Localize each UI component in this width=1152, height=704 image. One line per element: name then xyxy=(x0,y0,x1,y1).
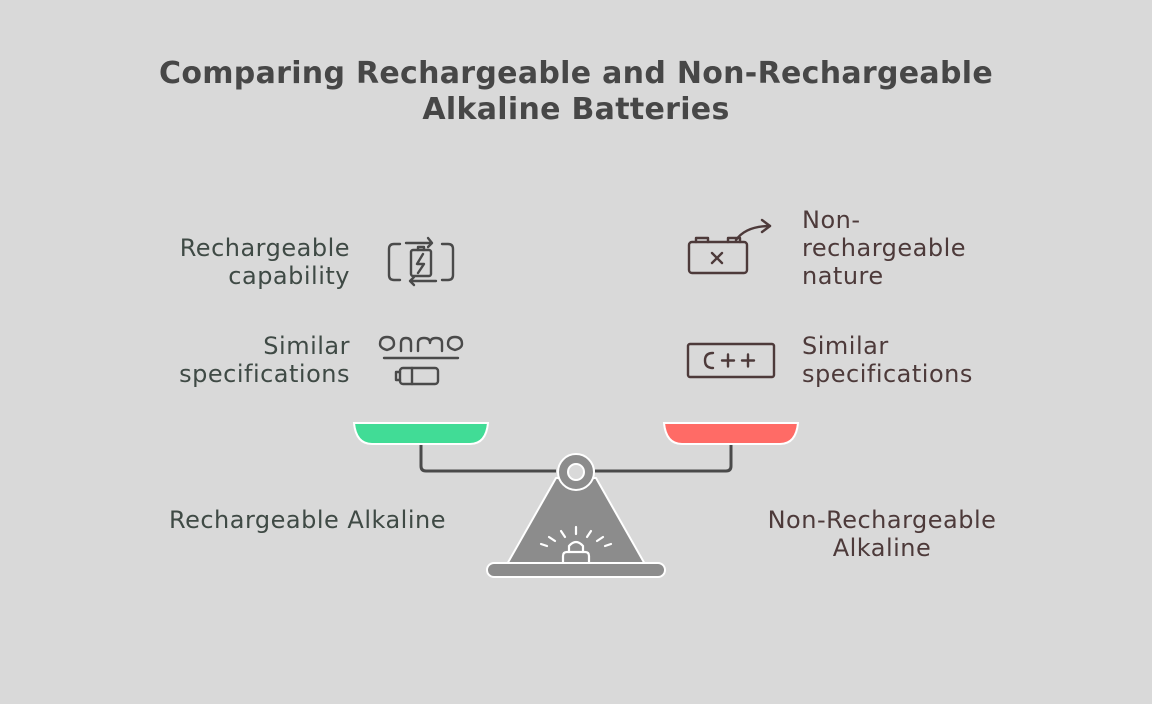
pivot-center xyxy=(567,463,585,481)
right-feature-similar-specifications: Similar specifications xyxy=(802,332,1102,388)
scale-beam xyxy=(419,444,733,473)
light-bulb-icon xyxy=(539,525,613,564)
feature-label-line: capability xyxy=(228,262,350,290)
feature-label-line: nature xyxy=(802,262,884,290)
right-pan xyxy=(662,422,800,445)
c-plus-plus-battery-icon xyxy=(686,342,776,379)
rechargeable-alkaline-label: Rechargeable Alkaline xyxy=(40,506,446,534)
side-label-line: Alkaline xyxy=(832,534,932,562)
battery-specs-icon xyxy=(378,335,464,386)
scale-base xyxy=(486,562,666,578)
feature-label-line: Similar xyxy=(802,332,889,360)
battery-recharge-icon xyxy=(387,236,455,287)
feature-label-line: Rechargeable xyxy=(179,234,350,262)
feature-label-line: Non- xyxy=(802,206,861,234)
title-line-2: Alkaline Batteries xyxy=(422,92,730,127)
page-title: Comparing Rechargeable and Non-Rechargea… xyxy=(0,56,1152,128)
feature-label-line: Similar xyxy=(263,332,350,360)
feature-label-line: rechargeable xyxy=(802,234,967,262)
title-line-1: Comparing Rechargeable and Non-Rechargea… xyxy=(159,56,993,91)
side-label-line: Non-Rechargeable xyxy=(767,506,997,534)
non-rechargeable-alkaline-label: Non-Rechargeable Alkaline xyxy=(712,506,1052,562)
battery-disposal-icon xyxy=(687,218,772,275)
left-feature-similar-specifications: Similar specifications xyxy=(60,332,350,388)
side-label-text: Rechargeable Alkaline xyxy=(168,506,446,534)
left-pan xyxy=(352,422,490,445)
feature-label-line: specifications xyxy=(802,360,973,388)
right-feature-non-rechargeable-nature: Non- rechargeable nature xyxy=(802,206,1102,290)
left-feature-rechargeable-capability: Rechargeable capability xyxy=(60,234,350,290)
feature-label-line: specifications xyxy=(179,360,350,388)
